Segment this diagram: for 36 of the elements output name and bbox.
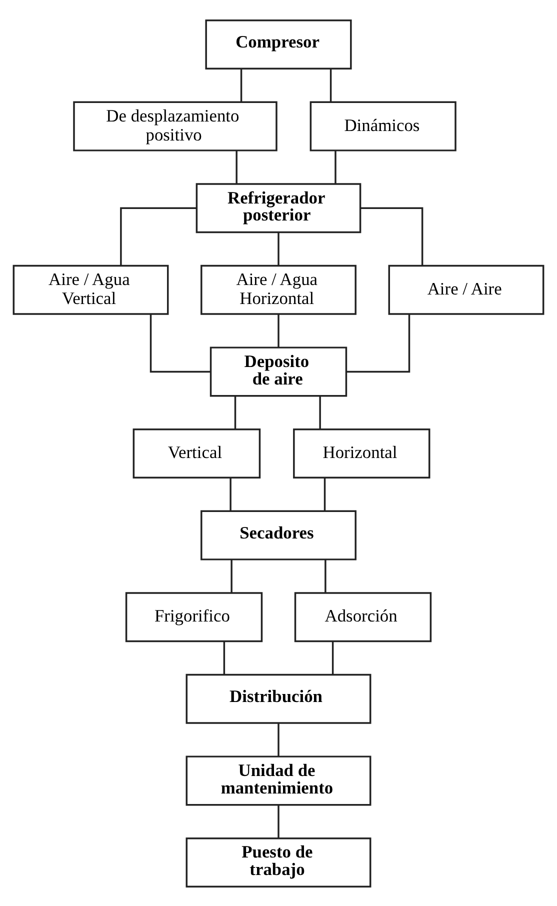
connector (150, 314, 211, 372)
connector (234, 396, 236, 428)
connector (240, 68, 242, 102)
connector (330, 68, 332, 102)
node-box: Deposito de aire (210, 346, 348, 396)
connector (278, 232, 280, 265)
connector (360, 206, 424, 265)
connector (278, 314, 280, 347)
connector (230, 559, 232, 592)
node-box: Frigorifico (125, 592, 263, 642)
connector (319, 396, 321, 428)
node-box: Dinámicos (310, 100, 456, 151)
node-box: Vertical (132, 428, 261, 478)
connector (346, 314, 410, 372)
connector (120, 206, 196, 265)
node-box: Compresor (205, 19, 352, 70)
connector (334, 150, 336, 184)
node-box: Adsorción (294, 592, 432, 642)
node-box: Aire / Agua Vertical (12, 264, 169, 314)
connector (324, 559, 326, 592)
node-box: Distribución (186, 673, 372, 724)
connector (278, 804, 280, 838)
node-box: Unidad de mantenimiento (186, 755, 372, 806)
node-box: Aire / Agua Horizontal (200, 264, 356, 314)
connector (236, 150, 238, 184)
connector (230, 478, 232, 510)
node-box: Puesto de trabajo (186, 836, 372, 887)
node-box: De desplazamiento positivo (73, 100, 278, 151)
node-box: Horizontal (293, 428, 430, 478)
connector (324, 478, 326, 510)
connector (223, 641, 226, 674)
connector (278, 722, 280, 756)
connector (332, 641, 334, 674)
node-box: Refrigerador posterior (196, 182, 362, 233)
node-box: Secadores (200, 510, 356, 560)
node-box: Aire / Aire (388, 264, 544, 314)
